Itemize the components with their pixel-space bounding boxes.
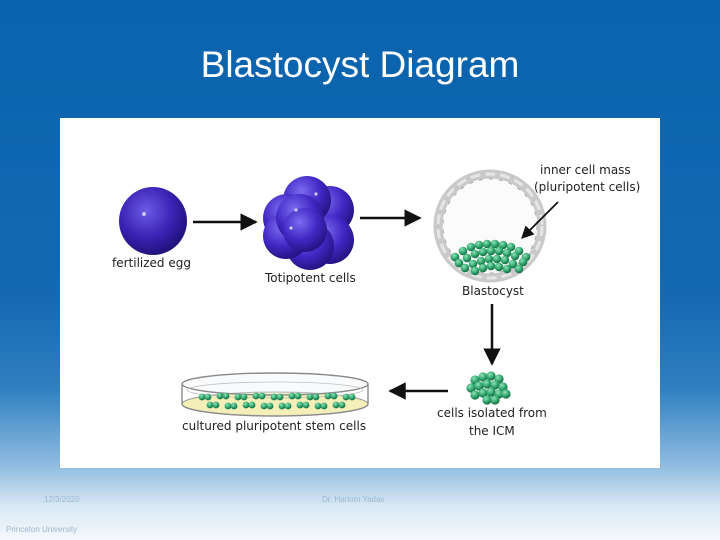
footer-author: Dr. Hariom Yadav — [322, 495, 384, 504]
stem-cell-icon — [479, 248, 488, 257]
stem-cell-icon — [307, 394, 314, 401]
stem-cell-icon — [349, 394, 356, 401]
stem-cell-icon — [479, 264, 488, 273]
stem-cell-icon — [487, 247, 496, 256]
stem-cell-icon — [205, 394, 212, 401]
isolated-cells-icon — [466, 371, 510, 404]
fertilized-egg-icon — [119, 187, 187, 255]
stem-cell-icon — [225, 403, 232, 410]
stem-cell-icon — [267, 403, 274, 410]
totipotent-cells-icon — [263, 176, 354, 270]
stem-cell-icon — [487, 262, 496, 271]
stem-cell-icon — [223, 393, 230, 400]
stem-cell-icon — [213, 402, 220, 409]
stem-cell-icon — [303, 402, 310, 409]
stem-cell-icon — [325, 393, 332, 400]
slide-title: Blastocyst Diagram — [0, 44, 720, 86]
stem-cell-icon — [285, 403, 292, 410]
stem-cell-icon — [277, 394, 284, 401]
stem-cell-icon — [259, 393, 266, 400]
stem-cell-icon — [321, 403, 328, 410]
stem-cell-icon — [495, 247, 504, 256]
footer-date: 12/3/2020 — [44, 495, 80, 504]
label-inner-cell-mass-1: inner cell mass — [540, 162, 631, 179]
stem-cell-icon — [279, 403, 286, 410]
label-cells-isolated-2: the ICM — [469, 423, 515, 440]
stem-cell-icon — [490, 395, 499, 404]
label-totipotent: Totipotent cells — [265, 270, 356, 287]
stem-cell-icon — [261, 403, 268, 410]
stem-cell-icon — [471, 250, 480, 259]
stem-cell-icon — [249, 402, 256, 409]
stem-cell-icon — [295, 393, 302, 400]
diagram-panel: fertilized egg Totipotent cells inner ce… — [60, 118, 660, 468]
stem-cell-icon — [470, 390, 479, 399]
stem-cell-icon — [235, 394, 242, 401]
stem-cell-icon — [313, 394, 320, 401]
stem-cell-icon — [231, 403, 238, 410]
stem-cell-icon — [343, 394, 350, 401]
stem-cell-icon — [217, 393, 224, 400]
stem-cell-icon — [289, 393, 296, 400]
stem-cell-icon — [461, 264, 470, 273]
stem-cell-icon — [511, 252, 520, 261]
label-inner-cell-mass-2: (pluripotent cells) — [534, 179, 640, 196]
stem-cell-icon — [241, 394, 248, 401]
footer-org: Princeton University — [6, 525, 77, 534]
stem-cell-icon — [297, 402, 304, 409]
stem-cell-icon — [331, 393, 338, 400]
stem-cell-icon — [482, 395, 491, 404]
label-blastocyst: Blastocyst — [462, 283, 524, 300]
stem-cell-icon — [501, 389, 510, 398]
stem-cell-icon — [207, 402, 214, 409]
stem-cell-icon — [271, 394, 278, 401]
stem-cell-icon — [199, 394, 206, 401]
stem-cell-icon — [243, 402, 250, 409]
stem-cell-icon — [339, 402, 346, 409]
stem-cell-icon — [515, 265, 524, 274]
label-cultured: cultured pluripotent stem cells — [182, 418, 366, 435]
stem-cell-icon — [503, 265, 512, 274]
stem-cell-icon — [315, 403, 322, 410]
label-fertilized-egg: fertilized egg — [112, 255, 191, 272]
stem-cell-icon — [333, 402, 340, 409]
stem-cell-icon — [493, 255, 502, 264]
stem-cell-icon — [471, 267, 480, 276]
stem-cell-icon — [495, 263, 504, 272]
label-cells-isolated-1: cells isolated from — [437, 405, 547, 422]
stem-cell-icon — [486, 371, 495, 380]
stem-cell-icon — [486, 387, 495, 396]
stem-cell-icon — [501, 256, 510, 265]
stem-cell-icon — [253, 393, 260, 400]
stem-cell-icon — [482, 379, 491, 388]
